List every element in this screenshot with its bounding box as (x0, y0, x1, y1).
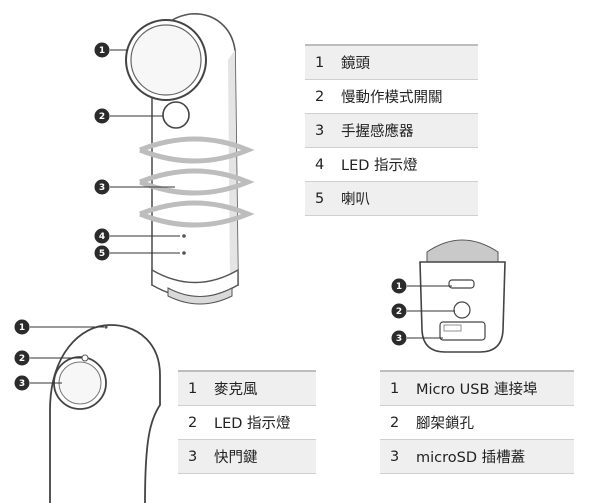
callout-number: 1 (99, 46, 105, 56)
legend-row: 3 手握感應器 (305, 114, 478, 148)
callout-number: 1 (396, 282, 402, 292)
camera-front-view (49, 324, 161, 503)
legend-number: 2 (390, 414, 400, 431)
legend-row: 3 快門鍵 (178, 440, 316, 474)
callout-badge (94, 179, 110, 195)
legend-number: 3 (188, 448, 198, 465)
callout-number: 2 (99, 112, 105, 122)
legend-number: 2 (188, 414, 198, 431)
callout-number: 3 (396, 334, 402, 344)
slow-motion-switch (162, 101, 190, 129)
callout-badge (94, 42, 110, 58)
legend-number: 1 (390, 380, 400, 397)
microphone-dot (104, 325, 108, 329)
bottom-callouts: 1 2 3 (391, 278, 407, 346)
legend-number: 1 (188, 380, 198, 397)
callout-badge (14, 319, 30, 335)
legend-row: 1 鏡頭 (305, 44, 478, 80)
callout-number: 2 (19, 354, 25, 364)
led-indicator-dot (182, 234, 186, 238)
legend-number: 3 (315, 122, 325, 139)
legend-label: 腳架鎖孔 (416, 416, 474, 432)
callout-number: 3 (99, 183, 105, 193)
legend-row: 4 LED 指示燈 (305, 148, 478, 182)
front-leader-lines (30, 326, 104, 384)
callout-number: 2 (396, 307, 402, 317)
legend-label: Micro USB 連接埠 (416, 382, 538, 398)
callout-badge (391, 330, 407, 346)
legend-row: 2 慢動作模式開關 (305, 80, 478, 114)
callout-number: 5 (99, 249, 105, 259)
callout-number: 1 (19, 323, 25, 333)
legend-main: 1 鏡頭 2 慢動作模式開關 3 手握感應器 4 LED 指示燈 5 喇叭 (305, 44, 478, 216)
callout-badge (391, 303, 407, 319)
legend-number: 2 (315, 88, 325, 105)
grip-sensor-rings (139, 136, 255, 228)
main-leader-lines (110, 49, 180, 254)
legend-label: 鏡頭 (341, 56, 370, 72)
tripod-mount (453, 301, 471, 319)
legend-number: 1 (315, 54, 325, 71)
legend-row: 1 Micro USB 連接埠 (380, 370, 574, 406)
callout-badge (94, 108, 110, 124)
legend-label: microSD 插槽蓋 (416, 450, 526, 466)
legend-number: 5 (315, 190, 325, 207)
main-callouts: 1 2 3 4 5 (94, 42, 110, 261)
callout-badge (391, 278, 407, 294)
legend-label: 喇叭 (341, 192, 370, 208)
camera-lens (125, 19, 207, 101)
legend-row: 2 腳架鎖孔 (380, 406, 574, 440)
callout-badge (14, 350, 30, 366)
legend-row: 3 microSD 插槽蓋 (380, 440, 574, 474)
legend-label: 快門鍵 (214, 450, 258, 466)
legend-label: LED 指示燈 (214, 416, 291, 432)
callout-badge (94, 228, 110, 244)
speaker-dot (182, 251, 186, 255)
callout-number: 4 (99, 232, 105, 242)
bottom-leader-lines (407, 285, 455, 339)
legend-front: 1 麥克風 2 LED 指示燈 3 快門鍵 (178, 370, 316, 474)
callout-badge (14, 375, 30, 391)
callout-number: 3 (19, 379, 25, 389)
legend-number: 4 (315, 156, 325, 173)
legend-row: 1 麥克風 (178, 370, 316, 406)
camera-bottom-view (419, 239, 506, 353)
legend-label: LED 指示燈 (341, 158, 418, 174)
legend-label: 手握感應器 (341, 124, 414, 140)
micro-usb-port (448, 279, 475, 289)
legend-number: 3 (390, 448, 400, 465)
legend-label: 麥克風 (214, 382, 258, 398)
legend-label: 慢動作模式開關 (341, 90, 443, 106)
callout-badge (94, 245, 110, 261)
legend-row: 5 喇叭 (305, 182, 478, 216)
led-indicator (81, 354, 89, 362)
front-callouts: 1 2 3 (14, 319, 30, 391)
legend-row: 2 LED 指示燈 (178, 406, 316, 440)
legend-bottom: 1 Micro USB 連接埠 2 腳架鎖孔 3 microSD 插槽蓋 (380, 370, 574, 474)
